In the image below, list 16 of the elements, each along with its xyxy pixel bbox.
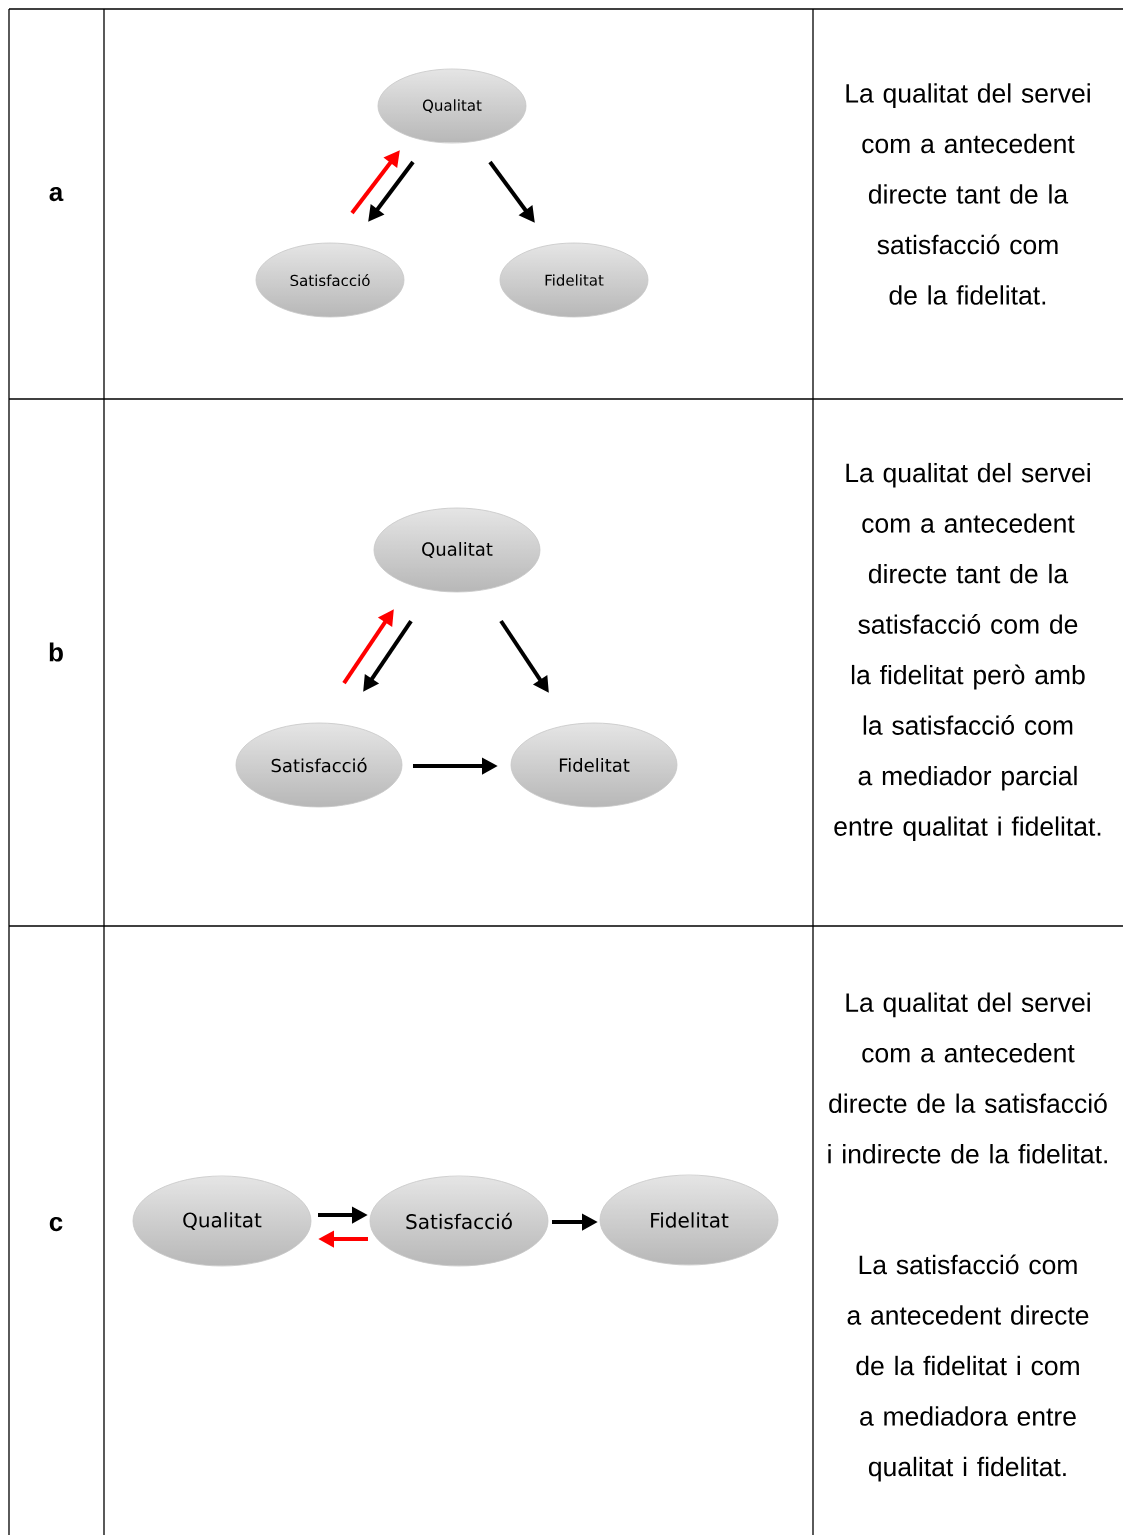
ellipse-node: Qualitat bbox=[377, 68, 527, 144]
description-text: La qualitat del servei com a antecedent directe tant de la satisfacció com de la fidelitat. bbox=[846, 83, 1090, 305]
description-text: La qualitat del servei com a antecedent directe tant de la satisfacció com de la fidelitat però amb la satisfacció com a mediador parcial entre qualitat i fidelitat. bbox=[834, 462, 1101, 842]
ellipse-node: Fidelitat bbox=[499, 242, 649, 318]
row-label: c bbox=[49, 1216, 63, 1232]
row-label: b bbox=[49, 642, 63, 662]
ellipse-node: Satisfacció bbox=[369, 1175, 549, 1267]
ellipse-node: Fidelitat bbox=[599, 1174, 779, 1266]
ellipse-node: Fidelitat bbox=[510, 722, 678, 808]
ellipse-node: Satisfacció bbox=[235, 722, 403, 808]
ellipse-node: Qualitat bbox=[132, 1175, 312, 1267]
ellipse-node: Qualitat bbox=[373, 507, 541, 593]
description-text: La qualitat del servei com a antecedent directe de la satisfacció i indirecte de la fidelitat. bbox=[828, 992, 1107, 1164]
description-text: La satisfacció com a antecedent directe de la fidelitat i com a mediadora entre qualitat i fidelitat. bbox=[847, 1254, 1089, 1482]
ellipse-node: Satisfacció bbox=[255, 242, 405, 318]
row-label: a bbox=[49, 186, 64, 202]
